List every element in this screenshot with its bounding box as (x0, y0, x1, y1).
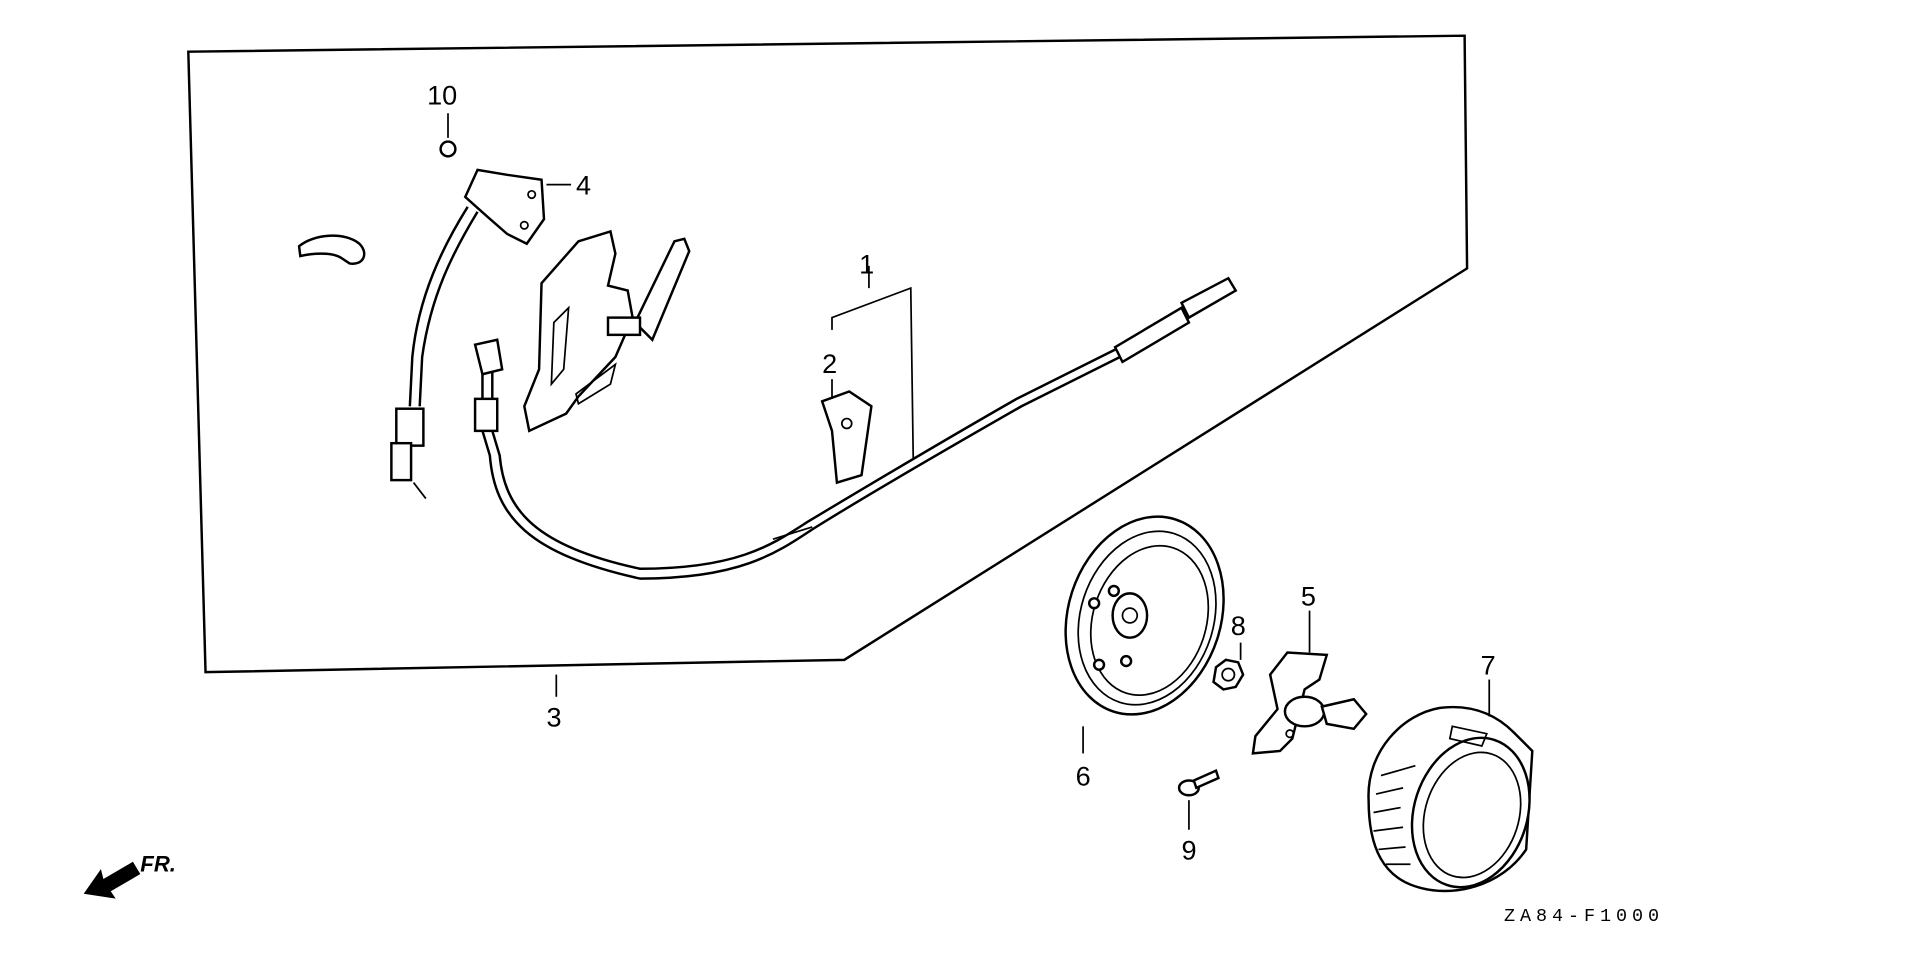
callout-4: 4 (576, 170, 591, 201)
clip-part-2[interactable] (820, 390, 873, 485)
cover-part-7[interactable] (1367, 705, 1548, 902)
arrow-icon (83, 861, 141, 899)
callout-8: 8 (1231, 610, 1246, 641)
callout-5: 5 (1301, 581, 1316, 612)
callout-10: 10 (427, 80, 457, 111)
callout-2: 2 (822, 348, 837, 379)
callout-6: 6 (1076, 760, 1091, 791)
callout-7: 7 (1481, 650, 1496, 681)
assembly-outline (187, 34, 1469, 674)
throttle-bracket[interactable] (523, 229, 691, 433)
screw-part-10[interactable] (439, 113, 457, 158)
sensor-part-5[interactable] (1251, 651, 1368, 755)
bolt-part-9[interactable] (1177, 768, 1220, 797)
callout-9: 9 (1182, 834, 1197, 865)
nut-part-8[interactable] (1212, 658, 1245, 691)
front-direction-arrow: FR. (83, 852, 176, 899)
pulley-part-6[interactable] (1041, 496, 1249, 735)
drawing-code: ZA84-F1000 (1504, 906, 1664, 927)
sensor-part-4[interactable] (390, 168, 546, 500)
direction-label: FR. (140, 852, 176, 877)
callout-1: 1 (859, 248, 874, 279)
leader-part-1 (831, 265, 915, 458)
callout-3: 3 (546, 701, 561, 732)
cable-part-3[interactable] (473, 276, 1238, 580)
cable-clip[interactable] (297, 234, 366, 265)
